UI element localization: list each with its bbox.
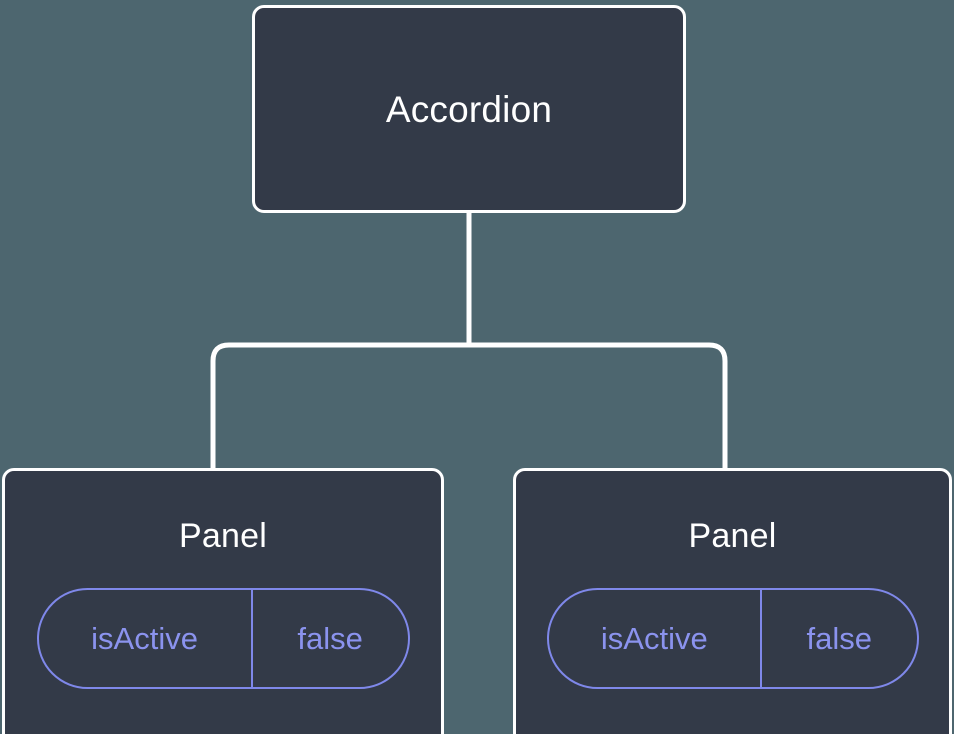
edge-to-left-panel: [210, 342, 469, 470]
prop-value-label: false: [806, 621, 873, 656]
node-panel-right-title: Panel: [688, 517, 777, 555]
node-accordion-title: Accordion: [385, 88, 553, 130]
node-panel-right[interactable]: Panel isActive false: [513, 468, 952, 734]
prop-key-label: isActive: [39, 590, 253, 687]
node-accordion[interactable]: Accordion: [252, 5, 686, 213]
prop-key-label: isActive: [549, 590, 763, 687]
prop-badge-isactive-left[interactable]: isActive false: [36, 588, 410, 689]
node-panel-left-title: Panel: [179, 517, 267, 555]
prop-badge-isactive-right[interactable]: isActive false: [546, 588, 919, 689]
edge-to-right-panel: [469, 342, 728, 470]
prop-value-label: false: [297, 621, 363, 656]
node-panel-left[interactable]: Panel isActive false: [2, 468, 444, 734]
